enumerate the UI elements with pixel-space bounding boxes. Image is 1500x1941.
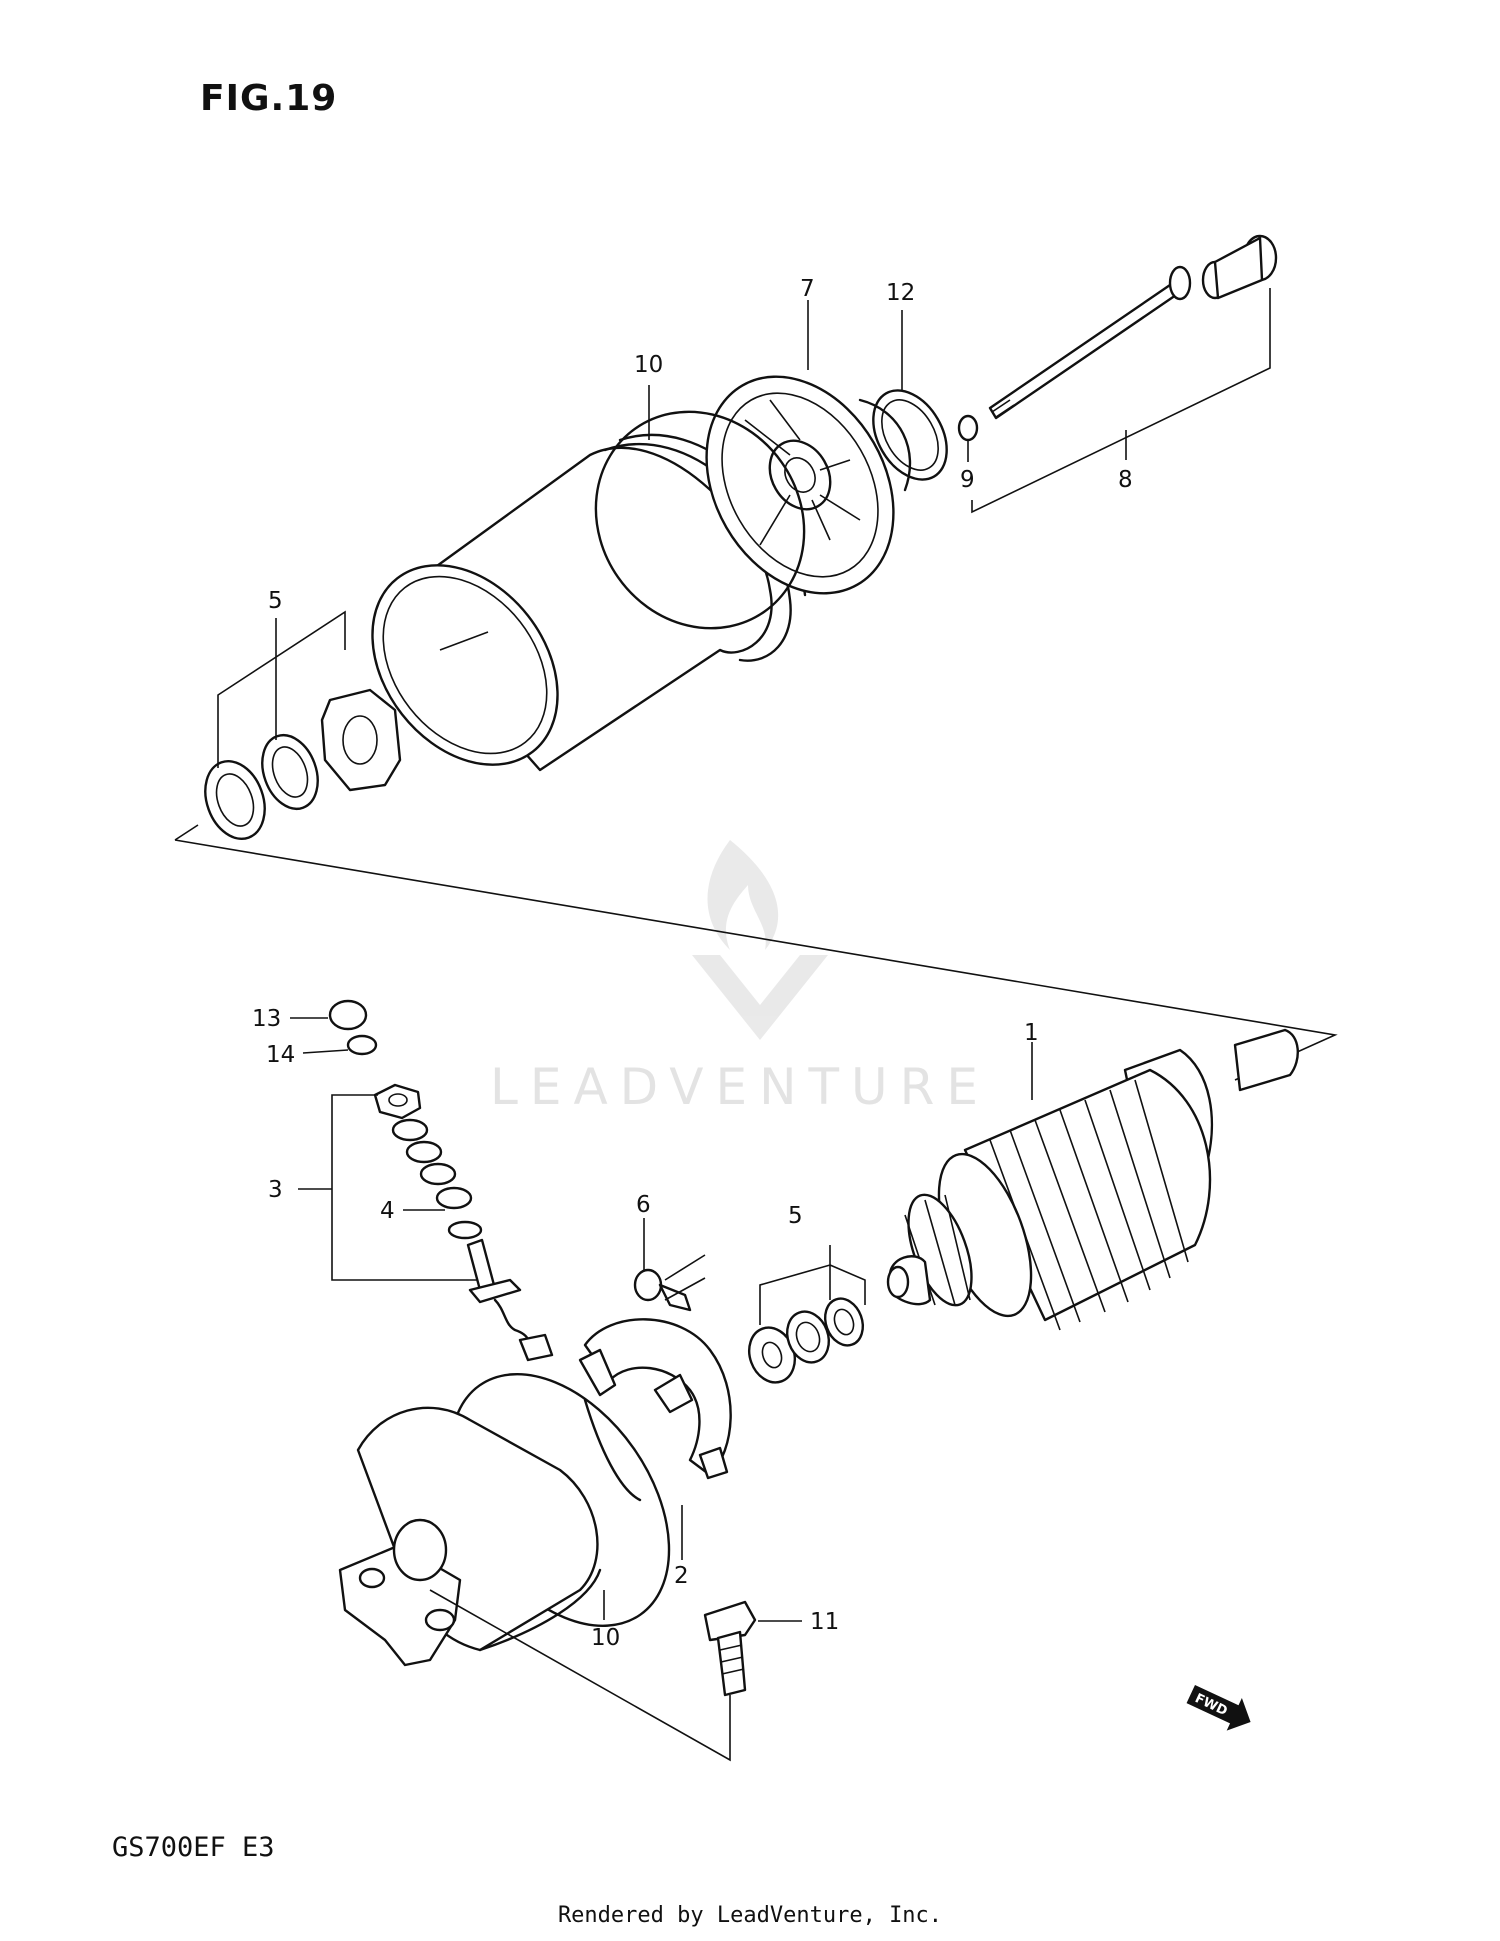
yoke-o-ring xyxy=(594,410,806,630)
callout-2: 2 xyxy=(674,1563,689,1589)
washer-set-bottom xyxy=(748,1297,865,1384)
watermark-logo xyxy=(692,840,828,1040)
brush-spring xyxy=(633,1254,706,1312)
callout-11: 11 xyxy=(810,1609,839,1635)
callout-14: 14 xyxy=(266,1042,295,1068)
callout-5-bottom: 5 xyxy=(788,1203,803,1229)
terminal-bolt-set xyxy=(373,1083,554,1362)
callout-8: 8 xyxy=(1118,467,1133,493)
axis-line-left xyxy=(174,824,199,841)
callout-10-bottom: 10 xyxy=(591,1625,620,1651)
nut xyxy=(328,999,368,1031)
model-code: GS700EF E3 xyxy=(112,1832,275,1863)
washer-set-top xyxy=(204,688,402,840)
armature xyxy=(886,1028,1299,1331)
screw-bolt xyxy=(703,1600,757,1697)
leader-14 xyxy=(302,1049,349,1054)
callout-4: 4 xyxy=(380,1198,395,1224)
bracket-5-top xyxy=(217,610,346,768)
callout-13: 13 xyxy=(252,1006,281,1032)
commutator-end-cover xyxy=(338,1406,602,1667)
bracket-cover xyxy=(429,1589,731,1762)
through-bolt-set xyxy=(988,234,1278,420)
footer-credit: Rendered by LeadVenture, Inc. xyxy=(557,1903,943,1928)
o-ring xyxy=(872,389,948,481)
lock-washer xyxy=(346,1034,378,1056)
brush-plate xyxy=(578,1318,732,1502)
bracket-5-bottom xyxy=(759,1245,866,1325)
callout-9: 9 xyxy=(960,467,975,493)
callout-12: 12 xyxy=(886,280,915,306)
bracket-8 xyxy=(971,288,1271,514)
watermark-text: LEADVENTURE xyxy=(490,1058,990,1116)
bracket-3 xyxy=(331,1094,478,1281)
callout-10-top: 10 xyxy=(634,352,663,378)
end-cover-bracket xyxy=(705,375,912,595)
figure-title: FIG.19 xyxy=(200,78,338,119)
callout-1: 1 xyxy=(1024,1020,1039,1046)
callout-3: 3 xyxy=(268,1177,283,1203)
fwd-arrow-icon: FWD xyxy=(1186,1685,1251,1731)
callout-7: 7 xyxy=(800,276,815,302)
small-washer xyxy=(957,414,979,442)
o-ring-inner xyxy=(881,399,939,471)
callout-5-top: 5 xyxy=(268,588,283,614)
callout-6: 6 xyxy=(636,1192,651,1218)
